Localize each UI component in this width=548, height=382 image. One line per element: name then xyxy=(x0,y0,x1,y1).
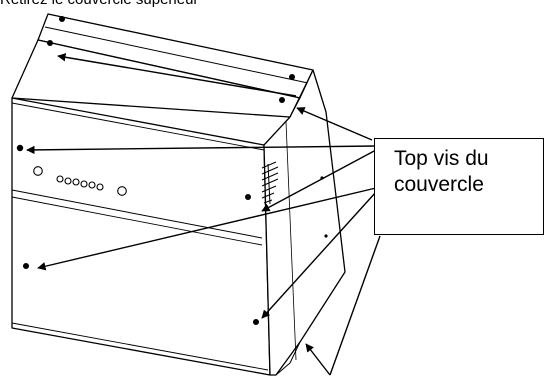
arrow-side-upper xyxy=(261,149,377,212)
screw-marker xyxy=(253,319,259,325)
indicator-led xyxy=(64,177,72,185)
front-panel-controls xyxy=(33,166,127,196)
arrow-top-front xyxy=(296,107,373,141)
front-knob xyxy=(33,166,43,176)
cover-screws xyxy=(16,16,328,325)
callout-line: couvercle xyxy=(394,173,484,196)
screw-marker xyxy=(279,97,285,103)
arrow-front-lower-left xyxy=(37,187,377,271)
front-face-panel xyxy=(11,97,271,376)
callout-line: Top vis du xyxy=(394,147,489,170)
indicator-led xyxy=(72,178,80,186)
screw-marker xyxy=(289,74,295,80)
arrow-front-upper-left xyxy=(26,145,377,155)
screw-marker xyxy=(59,16,65,22)
screw-marker xyxy=(324,234,328,238)
leader-arrows xyxy=(26,53,381,376)
arrow-top-rear xyxy=(57,53,297,97)
indicator-led xyxy=(96,183,104,191)
screw-marker xyxy=(47,40,53,46)
front-knob xyxy=(117,186,127,196)
arrow-bottom-edge xyxy=(305,343,331,376)
screw-callout-box: Top vis du couvercle xyxy=(374,138,544,235)
arrow-side-lower xyxy=(261,191,377,319)
indicator-led xyxy=(56,175,64,183)
indicator-led xyxy=(80,180,88,188)
screw-marker xyxy=(245,194,251,200)
instruction-heading: Retirez le couvercle supérieur xyxy=(0,0,198,8)
enclosure-outline xyxy=(11,13,346,376)
arrow-bottom-edge xyxy=(329,235,381,376)
vent-grille xyxy=(261,161,279,205)
indicator-led xyxy=(88,181,96,189)
screw-marker xyxy=(16,144,24,152)
screw-marker xyxy=(23,263,29,269)
